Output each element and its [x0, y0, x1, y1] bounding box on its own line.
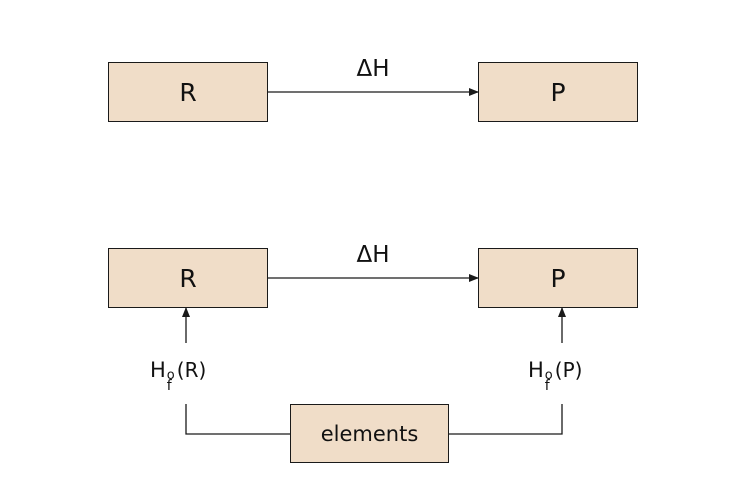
- standard-state-superscript: o: [166, 368, 175, 383]
- top-product-box: P: [478, 62, 638, 122]
- top-product-label: P: [550, 77, 566, 107]
- top-enthalpy-label: ΔH: [356, 56, 390, 82]
- formation-symbol: H: [528, 358, 544, 382]
- formation-argument: (R): [176, 358, 207, 382]
- top-reactant-label: R: [179, 77, 197, 107]
- elements-box: elements: [290, 404, 449, 463]
- bottom-product-label: P: [550, 263, 566, 293]
- bottom-product-box: P: [478, 248, 638, 308]
- elements-connector-right: [449, 404, 563, 435]
- bottom-reactant-box: R: [108, 248, 268, 308]
- elements-connector-left: [185, 404, 290, 435]
- formation-subscript: f: [166, 378, 172, 395]
- formation-subscript: f: [544, 378, 550, 395]
- formation-symbol: H: [150, 358, 166, 382]
- elements-label: elements: [320, 421, 419, 446]
- formation-argument: (P): [554, 358, 583, 382]
- top-reactant-box: R: [108, 62, 268, 122]
- standard-state-superscript: o: [544, 368, 553, 383]
- bottom-enthalpy-label: ΔH: [356, 242, 390, 268]
- bottom-reactant-label: R: [179, 263, 197, 293]
